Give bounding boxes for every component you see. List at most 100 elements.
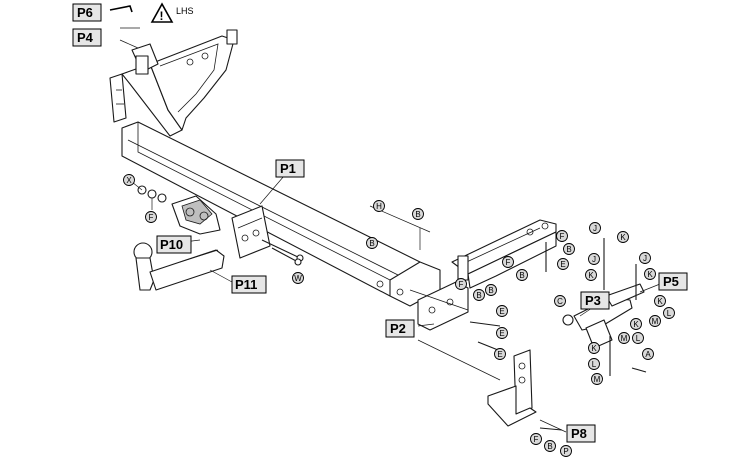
warning-label: LHS [176,6,194,16]
callout: K [654,295,666,307]
svg-text:K: K [588,271,594,280]
svg-text:F: F [459,280,464,289]
svg-text:B: B [369,239,374,248]
svg-text:L: L [636,334,641,343]
callout: B [516,269,528,281]
callout: W [292,272,304,284]
left-end-bracket [171,195,271,259]
label-p4: P4 [77,30,94,45]
svg-text:K: K [657,297,663,306]
label-p3: P3 [585,293,601,308]
callout: B [485,284,497,296]
callout: E [494,348,506,360]
svg-text:W: W [294,274,302,283]
label-p5: P5 [663,274,679,289]
callout: B [366,237,378,249]
callouts: X F H B B W F B B E E E F B F B E C J K … [123,174,675,457]
warning-icon: ! [160,9,164,23]
svg-text:L: L [592,360,597,369]
callout: F [455,278,467,290]
callout: L [663,307,675,319]
svg-text:M: M [621,334,628,343]
part-labels: P6 P4 P1 P10 P11 P2 P3 P5 P8 [72,3,688,443]
svg-text:K: K [620,233,626,242]
svg-text:F: F [149,213,154,222]
label-p8: P8 [571,426,587,441]
p8-bracket [487,349,537,427]
left-mounting-bracket [109,29,238,137]
callout: E [496,305,508,317]
svg-text:K: K [647,270,653,279]
callout: E [496,327,508,339]
callout: F [530,433,542,445]
callout: A [642,348,654,360]
svg-text:B: B [566,245,571,254]
callout: F [502,256,514,268]
callout: K [588,342,600,354]
callout: K [585,269,597,281]
callout: B [473,289,485,301]
callout: C [554,295,566,307]
callout: K [617,231,629,243]
svg-text:B: B [488,286,493,295]
svg-text:M: M [594,375,601,384]
svg-text:J: J [592,255,596,264]
callout: M [591,373,603,385]
label-p1: P1 [280,161,296,176]
right-mounting-bracket [451,219,557,289]
callout: J [639,252,651,264]
callout: B [544,440,556,452]
svg-text:B: B [415,210,420,219]
tow-ball [133,242,225,291]
svg-text:K: K [591,344,597,353]
callout: J [588,253,600,265]
callout: M [649,315,661,327]
svg-text:E: E [560,260,565,269]
svg-text:L: L [667,309,672,318]
callout: P [560,445,572,457]
callout: F [145,211,157,223]
svg-text:F: F [534,435,539,444]
left-hardware [131,181,167,210]
svg-text:E: E [497,350,502,359]
svg-text:B: B [547,442,552,451]
callout: M [618,332,630,344]
warning-lhs: ! LHS [109,2,194,23]
svg-text:C: C [557,297,563,306]
callout: E [557,258,569,270]
callout: B [563,243,575,255]
callout: K [644,268,656,280]
svg-text:E: E [499,307,504,316]
callout: L [632,332,644,344]
callout: X [123,174,135,186]
label-p6: P6 [77,5,93,20]
leader-lines [119,27,661,433]
svg-text:F: F [506,258,511,267]
svg-text:F: F [560,232,565,241]
callout: K [630,318,642,330]
svg-text:K: K [633,320,639,329]
svg-text:E: E [499,329,504,338]
p3-p5-brackets [562,283,645,349]
callout: L [588,358,600,370]
svg-text:X: X [126,176,132,185]
svg-text:J: J [593,224,597,233]
label-p10: P10 [160,237,183,252]
svg-text:M: M [652,317,659,326]
label-p2: P2 [390,321,406,336]
callout: H [373,200,385,212]
svg-text:J: J [643,254,647,263]
svg-text:P: P [563,447,568,456]
label-p11: P11 [235,277,257,292]
right-bolts [469,238,647,431]
svg-text:H: H [376,202,382,211]
callout: B [412,208,424,220]
callout: F [556,230,568,242]
svg-text:B: B [519,271,524,280]
svg-text:B: B [476,291,481,300]
callout: J [589,222,601,234]
left-bolts [261,239,304,266]
svg-text:A: A [645,350,651,359]
